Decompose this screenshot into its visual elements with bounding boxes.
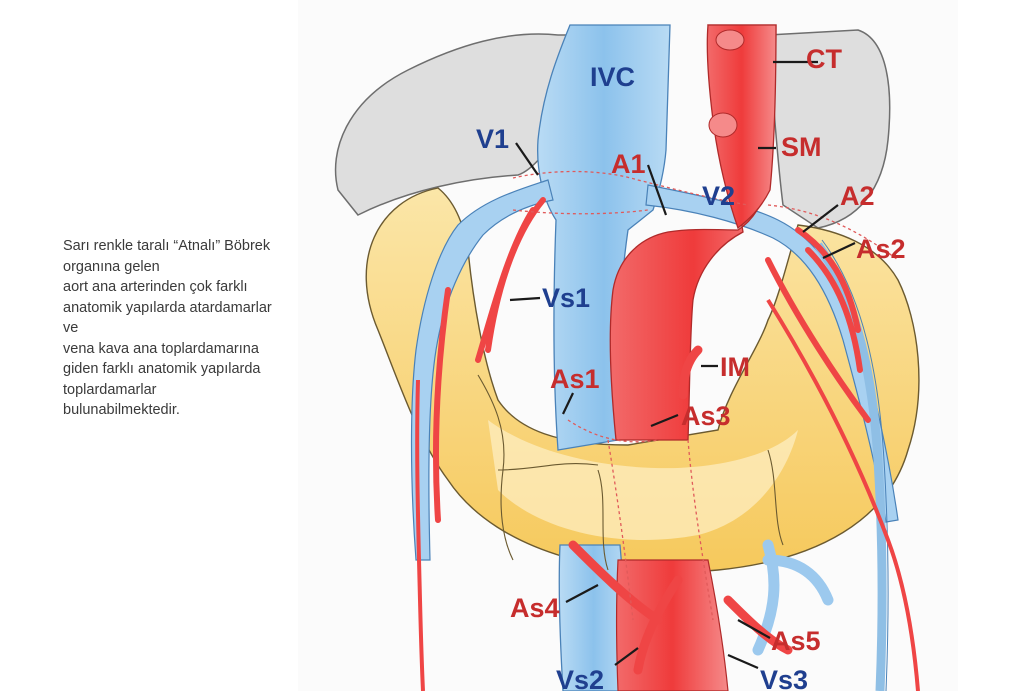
left-renal-arteries — [433, 197, 546, 523]
label-im: IM — [720, 352, 750, 382]
left-adrenal-gland — [334, 33, 574, 216]
kidney-isthmus — [488, 420, 798, 540]
caption-line: organına gelen — [63, 258, 160, 275]
caption-text: Sarı renkle taralı “Atnalı” Böbrek organ… — [63, 236, 333, 421]
label-as5: As5 — [771, 626, 821, 656]
label-v1: V1 — [476, 124, 509, 154]
right-renal-arteries — [765, 227, 871, 423]
caption-line: vena kava ana toplardamarına — [63, 340, 259, 357]
caption-line: giden farklı anatomik yapılarda — [63, 361, 261, 377]
label-a1: A1 — [611, 149, 646, 179]
label-ivc: IVC — [590, 62, 635, 92]
leader-lines — [509, 60, 856, 670]
label-vs3: Vs3 — [760, 665, 808, 691]
right-gonadal-artery — [766, 298, 920, 691]
caption-line: ve — [63, 320, 79, 336]
caption-line: bulunabilmektedir. — [63, 402, 180, 418]
aorta-upper — [706, 24, 777, 230]
label-sm: SM — [781, 132, 822, 162]
left-gonadal-artery — [415, 379, 425, 691]
kidney-contours — [477, 374, 784, 571]
celiac-trunk-origin — [715, 29, 745, 51]
caption-line: aort ana arterinden çok farklı — [63, 279, 248, 295]
horseshoe-kidney-diagram: IVC CT V1 SM A1 V2 A2 As2 Vs1 IM As1 As3… — [298, 0, 958, 691]
lower-accessory-arteries — [568, 540, 793, 675]
right-gonadal-vein-outline — [821, 239, 889, 691]
inferior-vena-cava — [537, 24, 671, 451]
right-renal-vein — [645, 184, 899, 523]
aorta-lower — [615, 559, 729, 691]
label-vs1: Vs1 — [542, 283, 590, 313]
superior-mesenteric-origin — [708, 112, 738, 138]
label-v2: V2 — [702, 181, 735, 211]
label-vs2: Vs2 — [556, 665, 604, 691]
label-as2: As2 — [856, 234, 906, 264]
caption-line: Sarı renkle taralı “Atnalı” Böbrek — [63, 238, 271, 254]
dashed-vessel-paths — [512, 170, 899, 621]
label-ct: CT — [806, 44, 842, 74]
label-a2: A2 — [840, 181, 875, 211]
caption-line: anatomik yapılarda atardamarlar — [63, 299, 272, 316]
inferior-mesenteric-artery — [678, 345, 703, 400]
label-as1: As1 — [550, 364, 600, 394]
left-renal-vein — [410, 179, 554, 561]
label-as3: As3 — [681, 401, 731, 431]
label-as4: As4 — [510, 593, 560, 623]
caption-line: toplardamarlar — [63, 381, 157, 398]
